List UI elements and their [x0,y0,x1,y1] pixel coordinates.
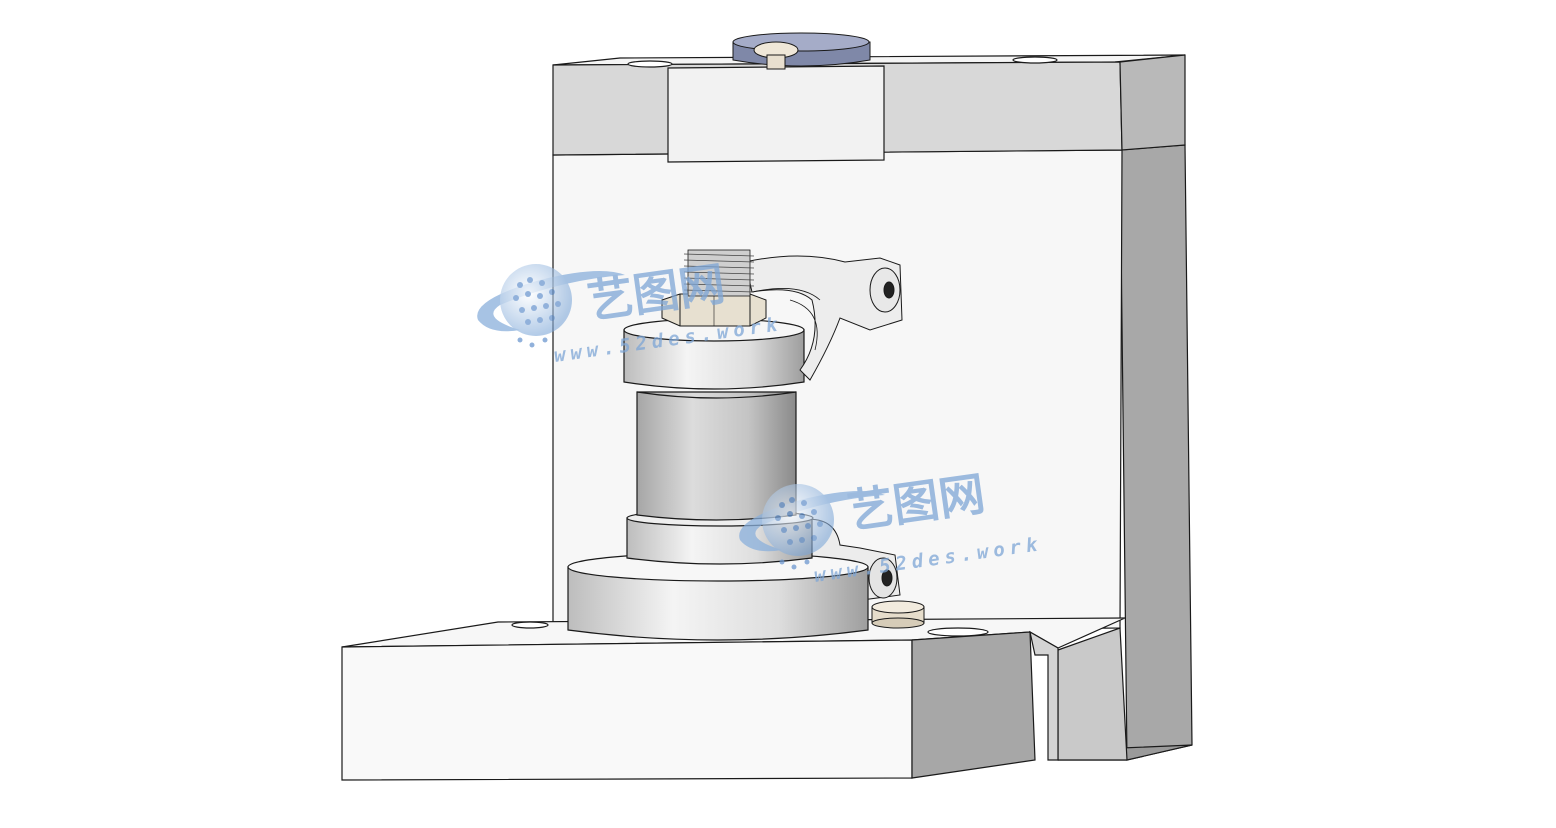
upper-elbow-bracket [744,255,903,381]
frame-right-column [1057,144,1193,761]
threaded-stud [683,249,755,297]
base-block [341,617,1126,781]
top-cap [732,32,871,70]
frame-top-block [552,54,1186,163]
cylinder-upper-collar [623,318,805,390]
base-screw [871,600,925,629]
